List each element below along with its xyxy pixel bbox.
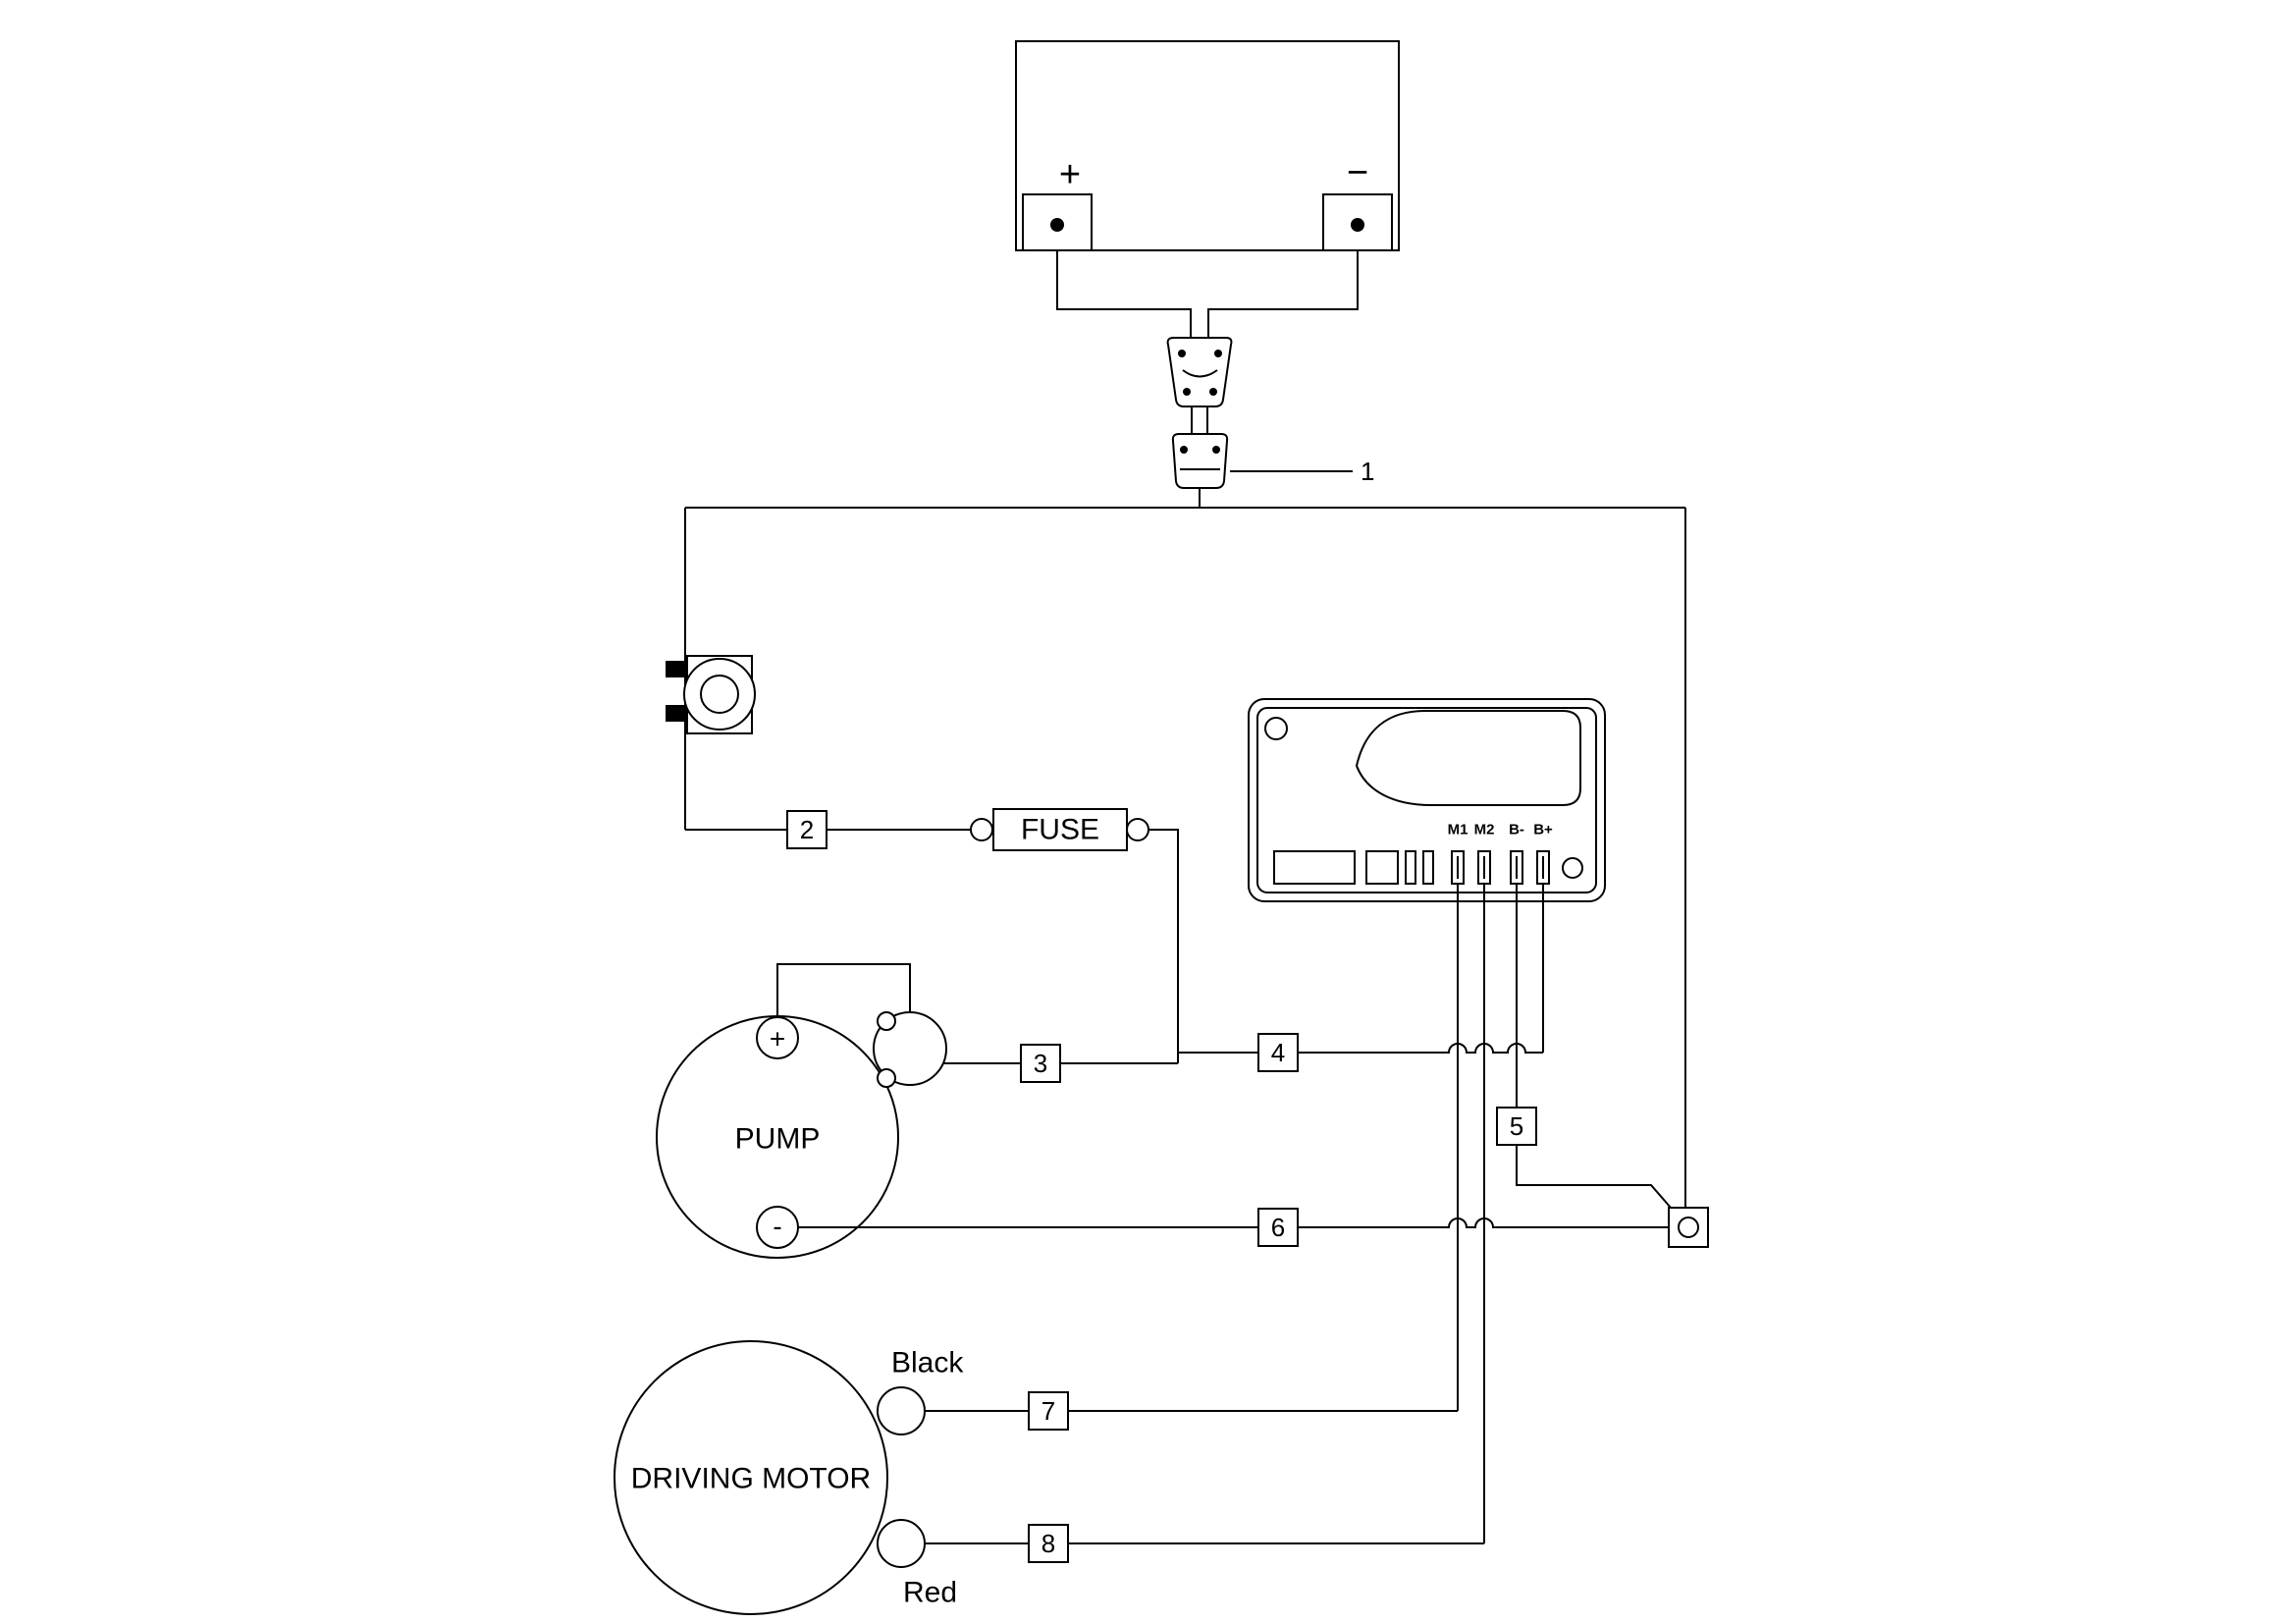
key-switch-face — [683, 658, 756, 730]
controller-connector-slot-wide — [1273, 850, 1356, 885]
controller-cover-plate — [1355, 710, 1581, 806]
wire-number-labels: 1 2 3 4 5 6 7 8 — [786, 457, 1537, 1563]
wire-6-pump-minus — [798, 1217, 1669, 1228]
wire-3-box — [1020, 1044, 1061, 1083]
stud-block — [1668, 1207, 1709, 1248]
ground-stud — [1668, 1207, 1709, 1248]
controller-connector-slot-medium — [1365, 850, 1399, 885]
connector-bolt-3 — [1183, 388, 1191, 396]
wire-5-bminus — [1516, 884, 1672, 1209]
battery-connector — [1166, 337, 1233, 489]
wire-4-to-bplus — [1178, 1043, 1543, 1054]
battery-negative-post — [1351, 218, 1364, 232]
wire-8-box — [1028, 1524, 1069, 1563]
controller-terminal-label-bplus: B+ — [1533, 822, 1553, 839]
wire-3-label: 3 — [1034, 1049, 1047, 1078]
connector-bolt-2 — [1214, 350, 1222, 357]
wire-7-label: 7 — [1041, 1396, 1055, 1426]
battery: + − — [1015, 40, 1400, 251]
controller-outline — [1248, 698, 1606, 902]
controller-terminal-label-m1: M1 — [1448, 822, 1468, 839]
fuse-terminal-left — [970, 818, 993, 841]
pump-terminals: + - — [756, 1016, 799, 1249]
controller-inner-outline — [1256, 707, 1597, 893]
motor-red-terminal — [877, 1519, 926, 1568]
pump-plus-label: + — [770, 1024, 785, 1055]
key-switch-terminal-top — [666, 661, 685, 677]
key-switch-barrel — [700, 675, 739, 714]
wire-4-box — [1257, 1033, 1299, 1072]
pump-minus-terminal — [756, 1206, 799, 1249]
controller: M1 M2 B- B+ — [1248, 698, 1606, 902]
battery-positive-post — [1050, 218, 1064, 232]
battery-minus-label: − — [1347, 152, 1368, 193]
connector-lower-housing — [1171, 433, 1229, 489]
wire-battery-positive — [1056, 250, 1192, 338]
controller-screw-top-left — [1264, 717, 1288, 740]
wire-6-label: 6 — [1271, 1213, 1285, 1242]
connector-bolt-1 — [1178, 350, 1186, 357]
wire-5-box — [1496, 1107, 1537, 1146]
driving-motor: DRIVING MOTOR — [614, 1340, 888, 1615]
pump-plus-terminal — [756, 1016, 799, 1059]
wire-2-box — [786, 810, 828, 849]
pump: PUMP — [656, 1015, 899, 1259]
controller-connector-slot-narrow-1 — [1405, 850, 1416, 885]
wire-2-label: 2 — [800, 815, 814, 844]
connector-bolt-5 — [1180, 446, 1188, 454]
stud-hole — [1678, 1217, 1699, 1238]
key-switch — [666, 655, 756, 734]
key-switch-terminal-bottom — [666, 705, 685, 722]
solenoid-body — [873, 1011, 947, 1086]
pump-minus-label: - — [773, 1212, 781, 1242]
pump-solenoid — [873, 1011, 947, 1088]
fuse-body — [992, 808, 1128, 851]
wire-8-label: 8 — [1041, 1529, 1055, 1558]
connector-upper-detail — [1182, 369, 1218, 378]
pump-label: PUMP — [735, 1123, 821, 1156]
motor-terminals: Black Red — [877, 1347, 964, 1609]
driving-motor-label: DRIVING MOTOR — [631, 1463, 871, 1495]
wire-1-label: 1 — [1361, 457, 1374, 486]
wires — [684, 250, 1686, 1544]
driving-motor-body — [614, 1340, 888, 1615]
connector-bolt-6 — [1212, 446, 1220, 454]
motor-black-terminal-label: Black — [891, 1347, 964, 1380]
wire-6-box — [1257, 1208, 1299, 1247]
wire-5-label: 5 — [1510, 1111, 1523, 1141]
solenoid-terminal-top — [877, 1011, 896, 1031]
battery-plus-label: + — [1059, 154, 1081, 195]
wire-7-box — [1028, 1391, 1069, 1431]
wire-battery-negative — [1207, 250, 1359, 338]
controller-terminal-label-bminus: B- — [1509, 822, 1524, 839]
fuse: FUSE — [970, 808, 1149, 851]
controller-screw-bottom-right — [1562, 857, 1583, 879]
motor-black-terminal — [877, 1386, 926, 1435]
fuse-terminal-right — [1126, 818, 1149, 841]
controller-terminal-label-m2: M2 — [1474, 822, 1495, 839]
motor-red-terminal-label: Red — [903, 1577, 957, 1609]
solenoid-terminal-bottom — [877, 1068, 896, 1088]
wire-4-label: 4 — [1271, 1038, 1285, 1067]
controller-connector-slot-narrow-2 — [1422, 850, 1434, 885]
wire-pump-plus-loop — [776, 963, 911, 1017]
wire-fuse-output — [1148, 829, 1179, 1063]
connector-upper-housing — [1166, 337, 1233, 407]
connector-neck — [1191, 406, 1208, 434]
fuse-label: FUSE — [1021, 814, 1099, 846]
connector-bolt-4 — [1209, 388, 1217, 396]
